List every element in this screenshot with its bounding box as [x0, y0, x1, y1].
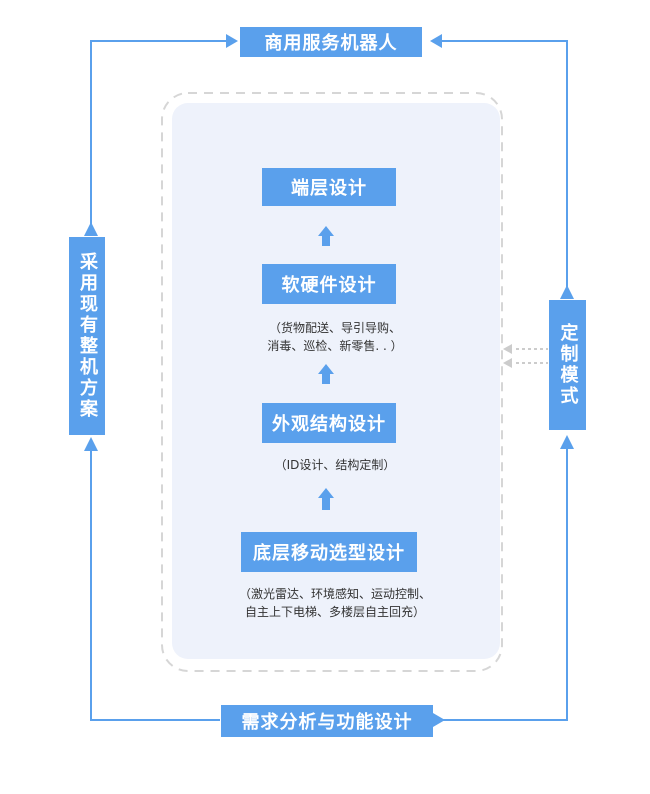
note-line: （货物配送、导引导购、 — [268, 321, 401, 335]
bottom-box-label: 需求分析与功能设计 — [241, 712, 413, 733]
note-line: 消毒、巡检、新零售. . ） — [267, 339, 403, 353]
line-bottom-to-right — [434, 446, 568, 721]
right-box-label: 定制模式 — [557, 323, 579, 407]
line-left-to-top — [90, 40, 228, 235]
layer-appearance-title: 外观结构设计 — [272, 414, 386, 435]
layer-terminal-title: 端层设计 — [291, 178, 367, 199]
layer-chassis-title: 底层移动选型设计 — [253, 543, 405, 564]
arrowhead-top-right — [430, 34, 442, 48]
line-right-to-top — [440, 40, 568, 298]
layer-chassis-box: 底层移动选型设计 — [241, 532, 417, 572]
dotted-arrowhead-1 — [503, 344, 512, 354]
up-arrow-1 — [318, 226, 334, 246]
bottom-box-requirements: 需求分析与功能设计 — [221, 705, 433, 737]
layer-appearance-note: （ID设计、结构定制） — [170, 456, 500, 474]
arrowhead-right-from-bottom — [560, 435, 574, 449]
note-line: （激光雷达、环境感知、运动控制、 — [238, 587, 431, 601]
arrowhead-left-up — [84, 222, 98, 236]
top-box-commercial-robot: 商用服务机器人 — [240, 27, 422, 57]
right-box-custom-mode: 定制模式 — [549, 300, 586, 430]
layer-software-hardware-title: 软硬件设计 — [281, 275, 377, 296]
dotted-arrowhead-2 — [503, 358, 512, 368]
layer-software-hardware-note: （货物配送、导引导购、 消毒、巡检、新零售. . ） — [170, 319, 500, 355]
layer-chassis-note: （激光雷达、环境感知、运动控制、 自主上下电梯、多楼层自主回充） — [170, 585, 500, 621]
arrowhead-right-up — [560, 285, 574, 299]
arrowhead-bottom-right-start — [433, 713, 445, 727]
note-line: （ID设计、结构定制） — [274, 458, 396, 472]
arrowhead-top-left — [226, 34, 238, 48]
inner-panel — [172, 103, 500, 659]
arrowhead-left-from-bottom — [84, 437, 98, 451]
top-box-label: 商用服务机器人 — [264, 33, 398, 54]
up-arrow-2 — [318, 364, 334, 384]
layer-appearance-box: 外观结构设计 — [262, 403, 396, 443]
dashed-frame — [161, 92, 503, 672]
left-box-existing-solution: 采用现有整机方案 — [69, 237, 105, 435]
line-bottom-to-left — [90, 448, 220, 721]
layer-software-hardware-box: 软硬件设计 — [262, 264, 396, 304]
up-arrow-3 — [318, 488, 334, 510]
left-box-label: 采用现有整机方案 — [77, 252, 98, 420]
note-line: 自主上下电梯、多楼层自主回充） — [244, 605, 425, 619]
layer-terminal-box: 端层设计 — [262, 168, 396, 206]
